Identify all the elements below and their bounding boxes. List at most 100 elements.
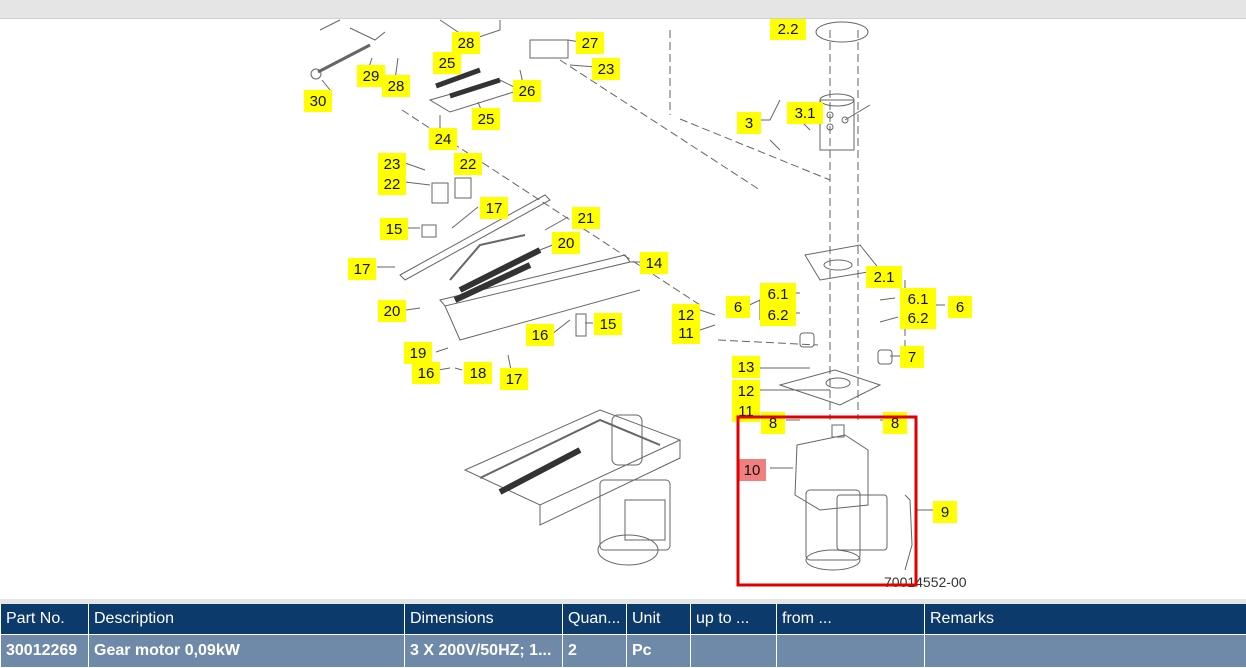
callout-box[interactable]	[732, 356, 760, 378]
callout-16[interactable]: 16	[526, 324, 554, 346]
callout-label[interactable]: 20	[384, 303, 401, 320]
callout-label[interactable]: 20	[558, 235, 575, 252]
callout-label[interactable]: 6.2	[768, 307, 789, 324]
callout-box[interactable]	[572, 207, 600, 229]
callout-28[interactable]: 28	[382, 75, 410, 97]
callout-label[interactable]: 25	[439, 55, 456, 72]
callout-label[interactable]: 8	[769, 415, 777, 432]
callout-box[interactable]	[737, 112, 761, 134]
callout-29[interactable]: 29	[357, 65, 385, 87]
column-header-remarks[interactable]: Remarks	[924, 604, 1246, 635]
callout-label[interactable]: 8	[891, 415, 899, 432]
callout-label[interactable]: 23	[598, 61, 615, 78]
callout-box[interactable]	[672, 322, 700, 344]
column-header-unit[interactable]: Unit	[626, 604, 691, 635]
callout-label[interactable]: 7	[908, 349, 916, 366]
callout-box[interactable]	[672, 304, 700, 326]
callout-22[interactable]: 22	[454, 153, 482, 175]
callout-box[interactable]	[900, 346, 924, 368]
callout-label[interactable]: 3	[745, 115, 753, 132]
callout-box[interactable]	[552, 232, 580, 254]
callout-label[interactable]: 6.1	[908, 291, 929, 308]
callout-box[interactable]	[304, 90, 332, 112]
callout-box[interactable]	[433, 52, 461, 74]
callout-box[interactable]	[357, 65, 385, 87]
callout-label[interactable]: 17	[486, 200, 503, 217]
cell-unit[interactable]: Pc	[626, 634, 691, 667]
callout-box[interactable]	[738, 459, 766, 481]
callout-25[interactable]: 25	[433, 52, 461, 74]
callout-label[interactable]: 25	[478, 111, 495, 128]
callout-label[interactable]: 17	[506, 371, 523, 388]
callout-2-2[interactable]: 2.2	[770, 18, 806, 40]
callout-label[interactable]: 22	[384, 176, 401, 193]
splitter-bar[interactable]	[0, 599, 1246, 604]
callout-label[interactable]: 6.1	[768, 286, 789, 303]
callout-24[interactable]: 24	[429, 128, 457, 150]
callout-18[interactable]: 18	[464, 362, 492, 384]
callout-12[interactable]: 12	[732, 380, 760, 402]
callout-9[interactable]: 9	[933, 501, 957, 523]
callout-label[interactable]: 12	[678, 307, 695, 324]
callout-box[interactable]	[348, 258, 376, 280]
callout-6-1[interactable]: 6.1	[900, 288, 936, 310]
callout-15[interactable]: 15	[380, 218, 408, 240]
callout-30[interactable]: 30	[304, 90, 332, 112]
callout-box[interactable]	[526, 324, 554, 346]
callout-box[interactable]	[594, 313, 622, 335]
callout-box[interactable]	[513, 80, 541, 102]
callout-box[interactable]	[452, 32, 480, 54]
callout-label[interactable]: 18	[470, 365, 487, 382]
callout-3-1[interactable]: 3.1	[787, 102, 823, 124]
callout-box[interactable]	[726, 296, 750, 318]
callout-label[interactable]: 3.1	[795, 105, 816, 122]
callout-box[interactable]	[640, 252, 668, 274]
cell-up-to[interactable]	[690, 634, 777, 667]
callout-10[interactable]: 10	[738, 459, 766, 481]
callout-box[interactable]	[472, 108, 500, 130]
callout-23[interactable]: 23	[378, 153, 406, 175]
cell-quantity[interactable]: 2	[562, 634, 627, 667]
callout-21[interactable]: 21	[572, 207, 600, 229]
callout-box[interactable]	[429, 128, 457, 150]
callout-box[interactable]	[380, 218, 408, 240]
callout-3[interactable]: 3	[737, 112, 761, 134]
callout-6-2[interactable]: 6.2	[760, 304, 796, 326]
callout-box[interactable]	[412, 362, 440, 384]
callout-6[interactable]: 6	[948, 296, 972, 318]
callout-17[interactable]: 17	[500, 368, 528, 390]
callout-7[interactable]: 7	[900, 346, 924, 368]
callout-16[interactable]: 16	[412, 362, 440, 384]
callout-17[interactable]: 17	[480, 197, 508, 219]
callout-box[interactable]	[592, 58, 620, 80]
callout-box[interactable]	[378, 153, 406, 175]
column-header-description[interactable]: Description	[88, 604, 405, 635]
callout-box[interactable]	[378, 173, 406, 195]
callout-label[interactable]: 6	[734, 299, 742, 316]
callout-box[interactable]	[900, 288, 936, 310]
callout-box[interactable]	[760, 304, 796, 326]
callout-label[interactable]: 19	[410, 345, 427, 362]
callout-label[interactable]: 28	[458, 35, 475, 52]
callout-8[interactable]: 8	[761, 412, 785, 434]
callout-12[interactable]: 12	[672, 304, 700, 326]
callout-box[interactable]	[500, 368, 528, 390]
callout-box[interactable]	[948, 296, 972, 318]
callout-box[interactable]	[464, 362, 492, 384]
callout-box[interactable]	[770, 18, 806, 40]
callout-15[interactable]: 15	[594, 313, 622, 335]
callout-6-1[interactable]: 6.1	[760, 283, 796, 305]
callout-27[interactable]: 27	[576, 32, 604, 54]
callout-box[interactable]	[760, 283, 796, 305]
column-header-from[interactable]: from ...	[776, 604, 925, 635]
callout-label[interactable]: 2.2	[778, 21, 799, 38]
callout-box[interactable]	[866, 266, 902, 288]
callout-label[interactable]: 15	[386, 221, 403, 238]
callout-26[interactable]: 26	[513, 80, 541, 102]
callout-28[interactable]: 28	[452, 32, 480, 54]
callout-label[interactable]: 13	[738, 359, 755, 376]
callout-23[interactable]: 23	[592, 58, 620, 80]
callout-label[interactable]: 22	[460, 156, 477, 173]
callout-box[interactable]	[480, 197, 508, 219]
